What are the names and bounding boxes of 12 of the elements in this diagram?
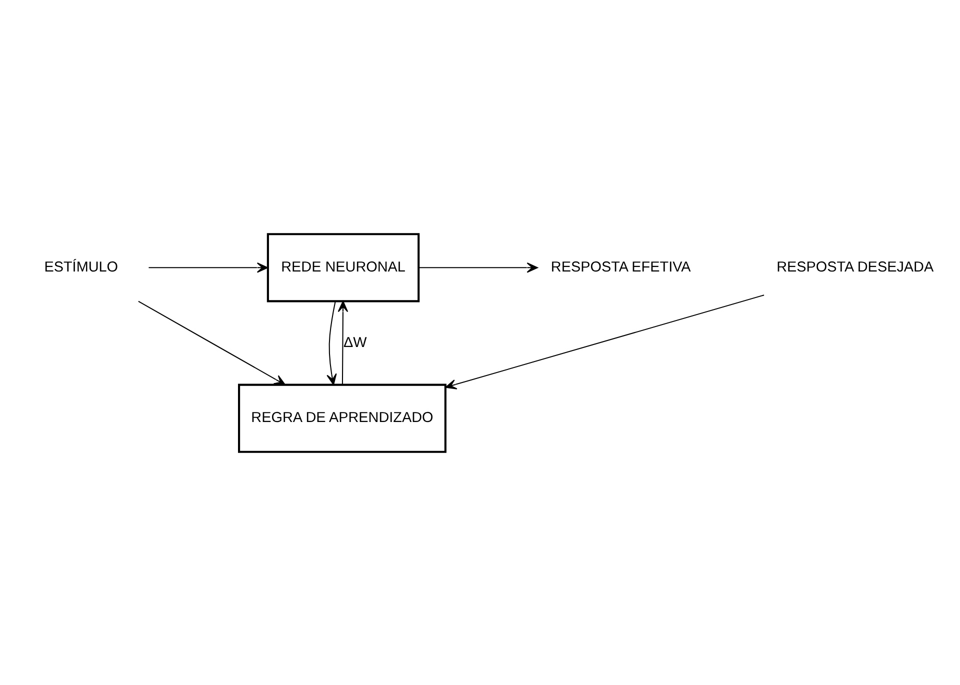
node-text: ESTÍMULO — [44, 258, 118, 275]
arrow — [418, 262, 538, 272]
node-text: RESPOSTA EFETIVA — [550, 258, 691, 275]
node-box: REGRA DE APRENDIZADO — [238, 383, 446, 452]
edge-label: ΔW — [343, 334, 367, 350]
arrow — [338, 300, 348, 384]
arrow — [326, 300, 337, 385]
node-text: RESPOSTA DESEJADA — [776, 258, 934, 275]
arrow — [445, 294, 764, 389]
node-box: REDE NEURONAL — [266, 232, 420, 302]
arrow — [148, 262, 268, 272]
arrow — [138, 300, 286, 385]
